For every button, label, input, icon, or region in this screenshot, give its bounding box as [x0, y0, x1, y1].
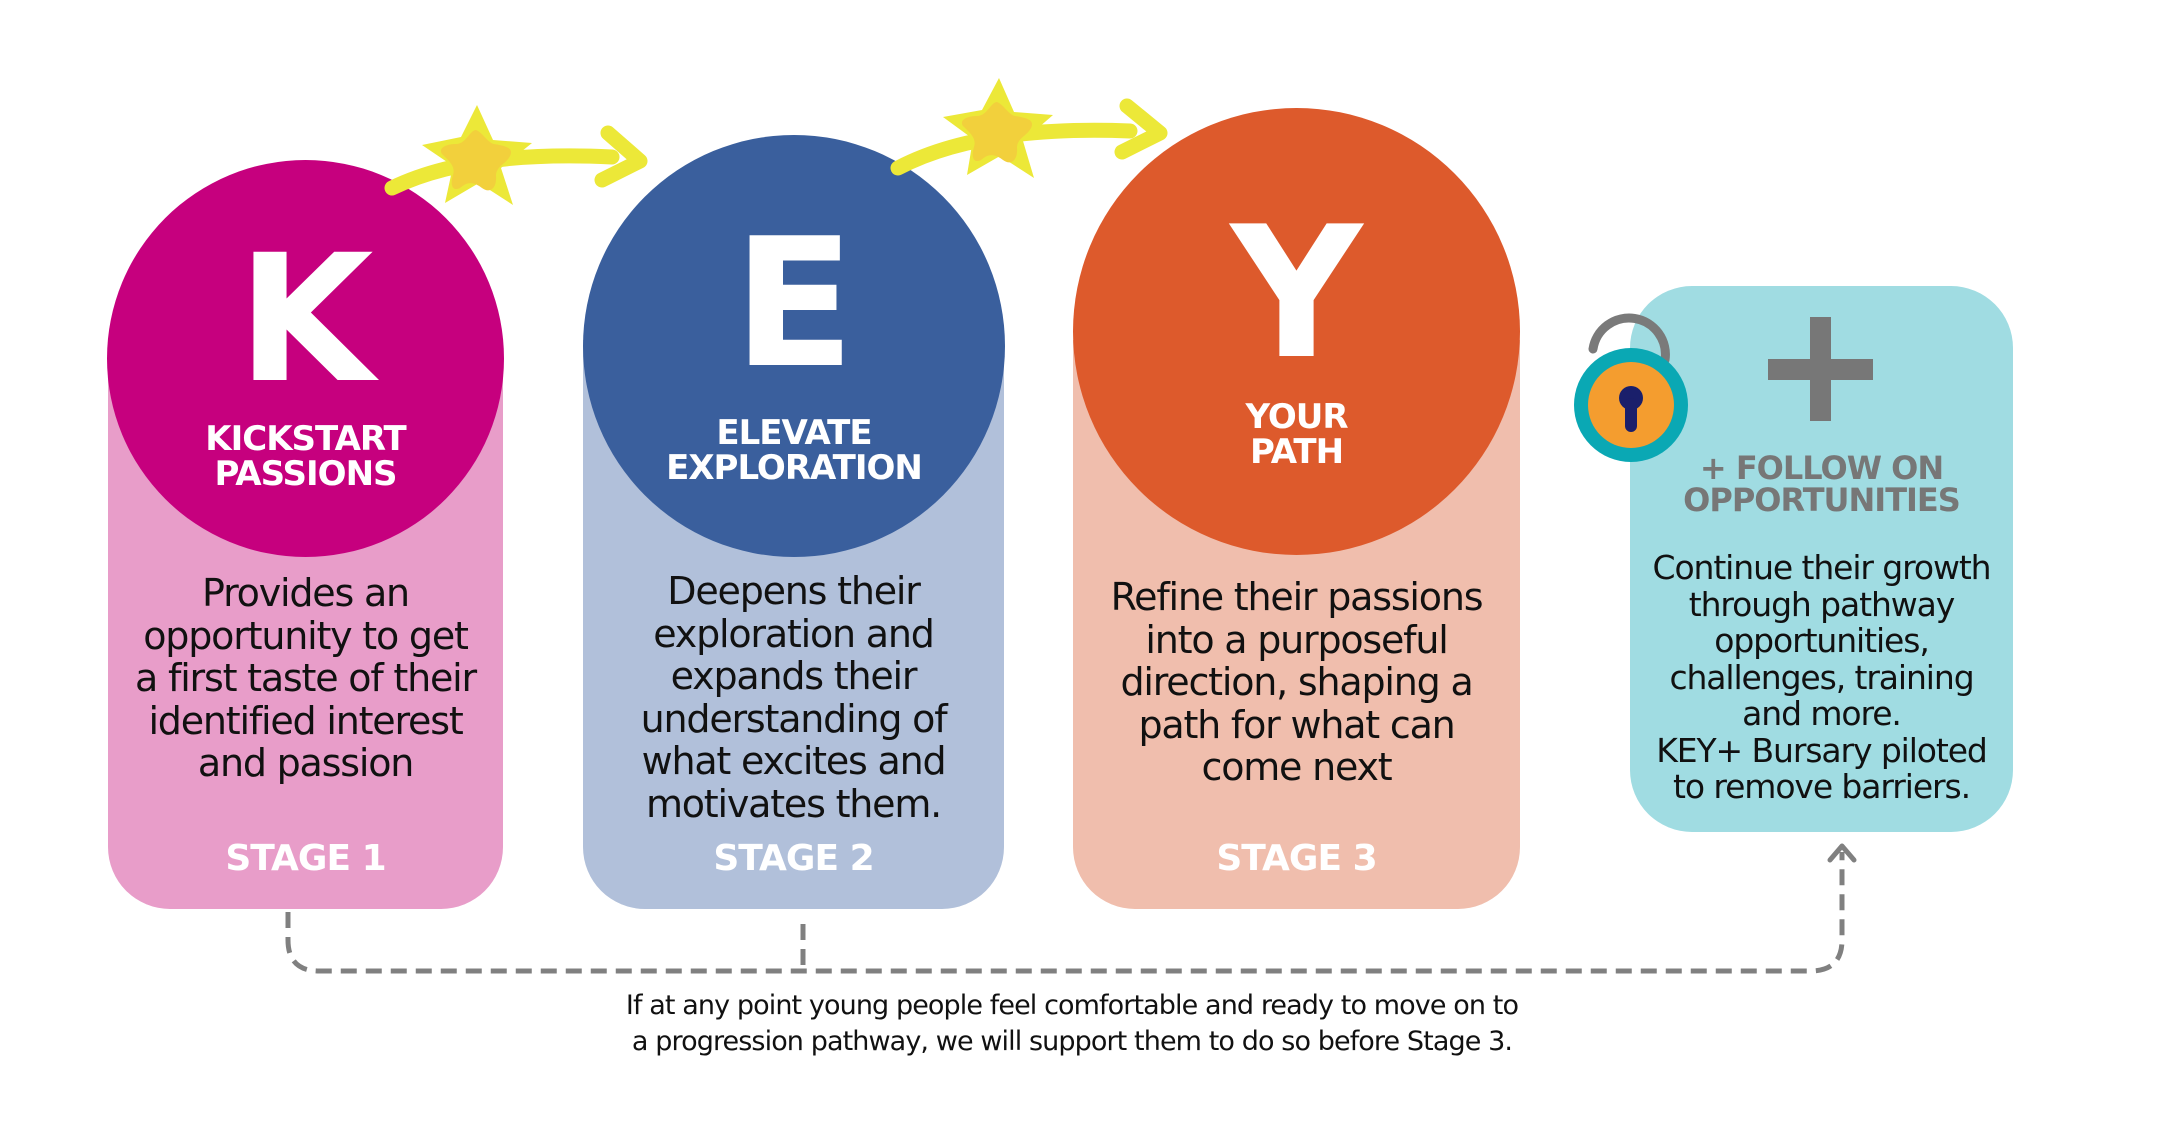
- stage-1-label: STAGE 1: [225, 838, 386, 879]
- stage-3-letter: Y: [1230, 187, 1363, 399]
- stage-1-title: KICKSTART PASSIONS: [205, 419, 407, 494]
- stage-2-title: ELEVATE EXPLORATION: [666, 413, 923, 488]
- stage-3-description: Refine their passions into a purposeful …: [1110, 575, 1484, 789]
- curved-arrow-icon: [384, 125, 648, 196]
- plus-icon: [1768, 317, 1873, 421]
- stage-2-label: STAGE 2: [713, 838, 874, 879]
- stage-1-circle: K KICKSTART PASSIONS: [107, 160, 504, 557]
- stage-1-letter: K: [237, 217, 374, 422]
- star-icon: [943, 78, 1053, 178]
- stage-3-label: STAGE 3: [1216, 838, 1377, 879]
- dashed-arrowhead-icon: [1827, 843, 1857, 863]
- stage-2-letter: E: [733, 200, 855, 407]
- follow-on-card: + FOLLOW ON OPPORTUNITIES Continue their…: [1630, 286, 2013, 832]
- footer-note: If at any point young people feel comfor…: [625, 990, 1519, 1057]
- progression-dashed-line: [285, 852, 1845, 974]
- follow-on-description: Continue their growth through pathway op…: [1652, 548, 1992, 806]
- stage-2-circle: E ELEVATE EXPLORATION: [583, 135, 1005, 557]
- stage-3-title: YOUR PATH: [1245, 397, 1348, 472]
- stage-2-description: Deepens their exploration and expands th…: [640, 569, 948, 826]
- stage-1-description: Provides an opportunity to get a first t…: [135, 571, 477, 785]
- stage-3-circle: Y YOUR PATH: [1073, 108, 1520, 555]
- unlocked-padlock-icon: [1574, 313, 1688, 462]
- star-icon: [422, 105, 532, 205]
- follow-on-title: + FOLLOW ON OPPORTUNITIES: [1683, 449, 1961, 519]
